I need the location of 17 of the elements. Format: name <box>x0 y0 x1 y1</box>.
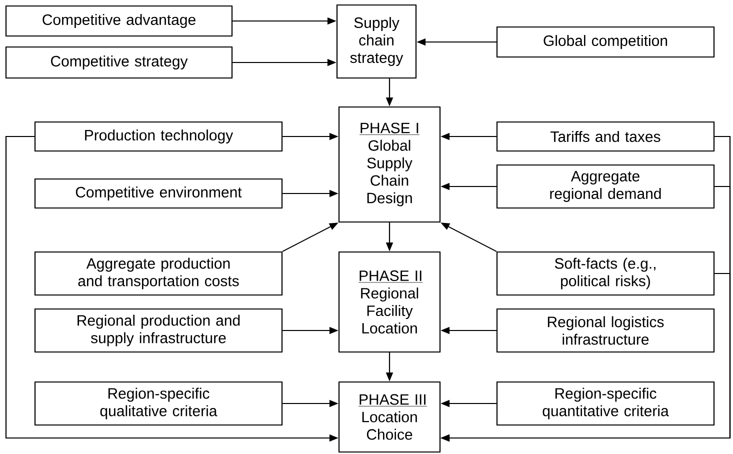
factor-box: Regional logistics infrastructure <box>496 308 715 353</box>
factor-box: Global competition <box>496 26 715 58</box>
phase-box: PHASE III Location Choice <box>338 381 441 453</box>
factor-box: Soft-facts (e.g., political risks) <box>496 251 715 296</box>
factor-box: Regional production and supply infrastructure <box>34 308 283 353</box>
factor-box: Tariffs and taxes <box>496 121 715 152</box>
phase-box: PHASE II Regional Facility Location <box>338 251 441 353</box>
phase-box: PHASE I Global Supply Chain Design <box>338 106 441 223</box>
factor-box: Region-specific qualitative criteria <box>34 381 283 426</box>
factor-box: Region-specific quantitative criteria <box>496 381 715 426</box>
factor-box: Competitive environment <box>34 178 283 209</box>
factor-box: Competitive strategy <box>5 46 233 79</box>
factor-box: Aggregate production and transportation costs <box>34 251 283 296</box>
factor-box: Aggregate regional demand <box>496 164 715 209</box>
factor-box: Competitive advantage <box>5 5 233 37</box>
strategy-box: Supply chain strategy <box>336 4 417 79</box>
factor-box: Production technology <box>34 121 283 152</box>
